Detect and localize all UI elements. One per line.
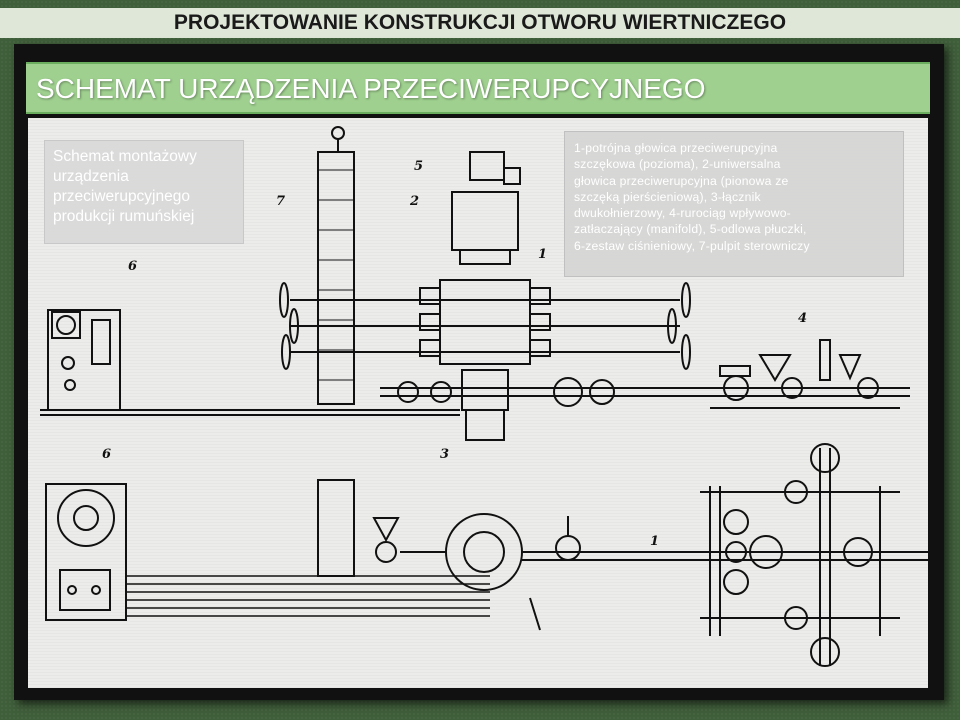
control-panel-plan [317,479,355,577]
legend-line: dwukołnierzowy, 4-rurociąg wpływowo- [574,206,791,221]
legend-line: 1-potrójna głowica przeciwerupcyjna [574,141,778,155]
caption-left: Schemat montażowy urządzenia przeciwerup… [44,140,244,244]
label-1-bottom: 1 [650,534,659,549]
label-7: 7 [276,194,285,209]
label-6-top: 6 [128,259,137,274]
spool-connector [461,369,509,411]
legend-line: szczękowa (pozioma), 2-uniwersalna [574,157,781,172]
bop-plan [445,513,523,591]
caption-left-line: urządzenia [53,168,129,185]
label-6-bottom: 6 [102,447,111,462]
legend-line: głowica przeciwerupcyjna (pionowa ze [574,173,789,188]
label-2: 2 [409,194,419,209]
caption-left-line: przeciwerupcyjnego [53,188,190,205]
manifold-plan [700,443,900,667]
slide-title-band: SCHEMAT URZĄDZENIA PRZECIWERUPCYJNEGO [26,62,930,114]
annular-preventer [451,191,519,251]
caption-left-line: produkcji rumuńskiej [53,208,195,225]
label-3: 3 [440,447,449,462]
legend-line: szczęką pierścieniową), 3-łącznik [574,189,761,204]
label-4: 4 [798,311,807,326]
caption-left-line: Schemat montażowy [53,148,197,165]
panel-hatching [318,169,354,381]
legend-line: zatłaczający (manifold), 5-odlowa płuczk… [574,222,807,237]
presentation-title: PROJEKTOWANIE KONSTRUKCJI OTWORU WIERTNI… [0,8,960,38]
legend-line: 6-zestaw ciśnieniowy, 7-pulpit sterownic… [574,238,810,253]
label-5: 5 [414,159,423,174]
pressure-unit-plan [45,483,127,621]
control-panel-column [317,151,355,405]
slide-title: SCHEMAT URZĄDZENIA PRZECIWERUPCYJNEGO [36,73,706,104]
caption-right-legend: 1-potrójna głowica przeciwerupcyjna szcz… [564,131,904,277]
mud-outlet [469,151,505,181]
label-1: 1 [538,247,547,262]
